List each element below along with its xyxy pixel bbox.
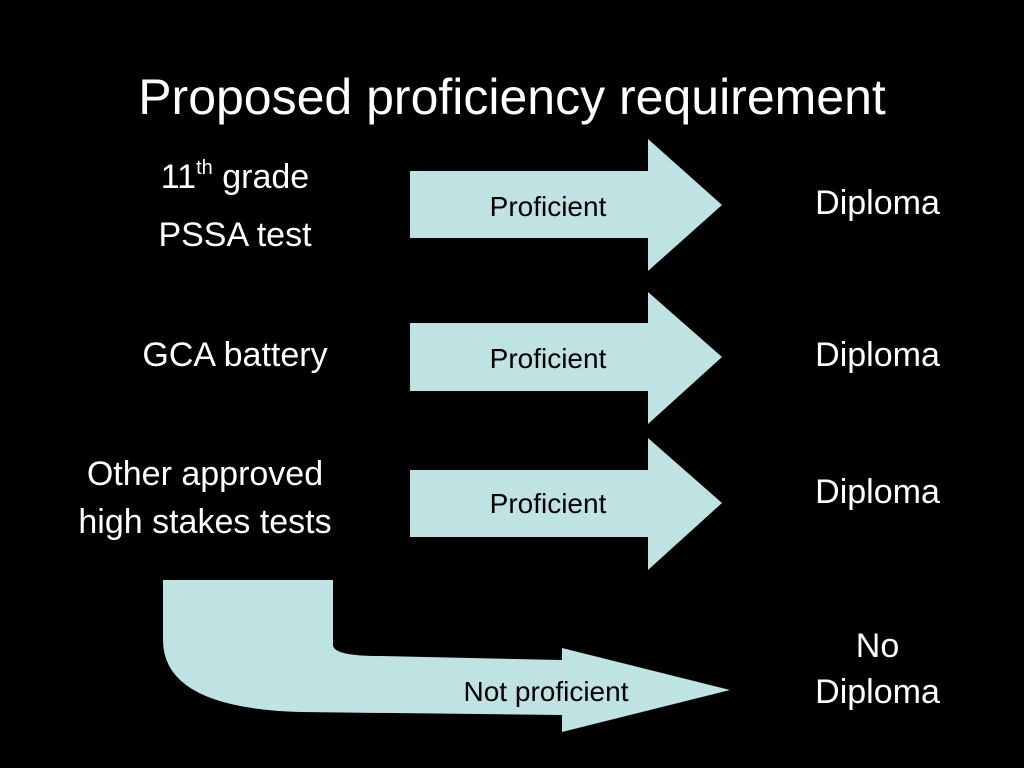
not-proficient-curved-arrow <box>163 580 730 732</box>
no-diploma-line-1: No <box>855 627 900 665</box>
proficient-arrow-2 <box>410 292 722 424</box>
outcome-diploma-1: Diploma <box>815 184 940 222</box>
proficient-arrow-1 <box>410 139 722 271</box>
source-other-tests: Other approved high stakes tests <box>30 450 380 546</box>
grade-word: grade <box>212 158 310 196</box>
outcome-no-diploma: No Diploma <box>790 623 965 715</box>
arrow-label-not-proficient: Not proficient <box>463 676 629 707</box>
pssa-grade-line: 11th grade <box>110 148 360 206</box>
outcome-diploma-2: Diploma <box>815 336 940 374</box>
slide-title: Proposed proficiency requirement <box>138 69 886 125</box>
grade-ordinal-suffix: th <box>196 157 213 179</box>
proficient-arrow-3 <box>410 438 722 570</box>
source-pssa-test: 11th grade PSSA test <box>110 148 360 264</box>
pssa-test-line: PSSA test <box>158 216 312 254</box>
arrow-label-proficient-3: Proficient <box>489 488 607 519</box>
source-gca-battery: GCA battery <box>142 336 328 374</box>
other-tests-line-1: Other approved <box>86 455 324 493</box>
other-tests-line-2: high stakes tests <box>78 503 332 541</box>
arrow-label-proficient-2: Proficient <box>489 343 607 374</box>
outcome-diploma-3: Diploma <box>815 473 940 511</box>
grade-number: 11 <box>160 158 197 196</box>
arrow-label-proficient-1: Proficient <box>489 191 607 222</box>
no-diploma-line-2: Diploma <box>815 673 940 711</box>
